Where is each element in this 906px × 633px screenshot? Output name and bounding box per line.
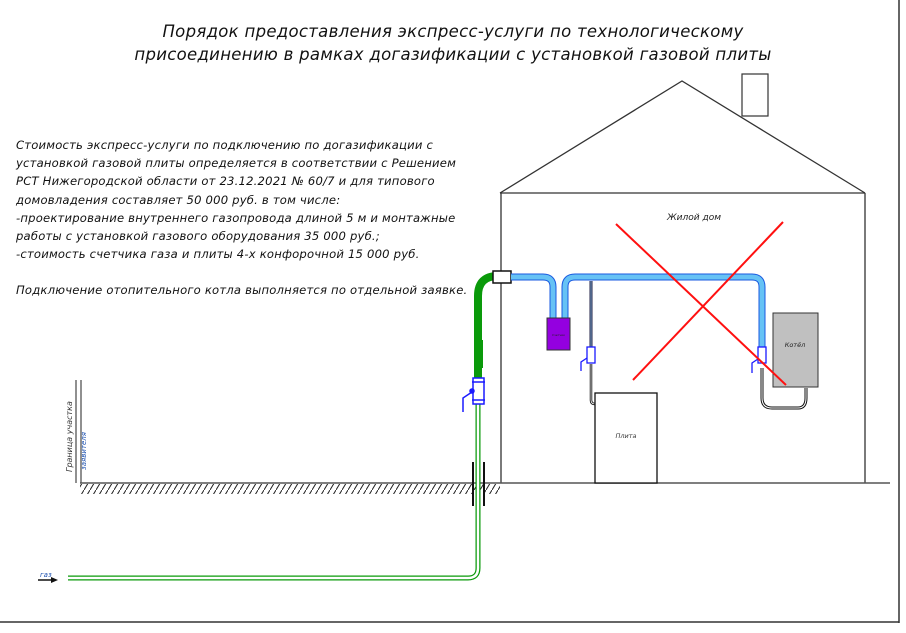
house-label: Жилой дом [666,213,721,223]
boiler-excluded-cross-icon [615,221,787,386]
gas-stove [594,392,658,484]
stove-label: Плита [615,432,636,440]
diagram-title: Порядок предоставления экспресс-услуги п… [0,20,906,66]
description-line: -проектирование внутреннего газопровода … [16,210,456,225]
plot-boundary: Граница участка заявителя [65,380,88,483]
boiler [772,312,819,388]
title-line-1: Порядок предоставления экспресс-услуги п… [162,22,744,41]
boundary-label: Граница участка [65,401,74,472]
gas-meter [546,317,571,351]
description-line: Стоимость экспресс-услуги по подключению… [16,138,434,152]
description-line: -стоимость счетчика газа и плиты 4-х кон… [16,247,420,262]
roof [499,80,866,194]
description-line: домовладения составляет 50 000 руб. в то… [16,192,341,207]
chimney [741,73,769,117]
outdoor-valve-icon [462,377,485,412]
riser-coupling [474,340,483,368]
house: Жилой дом [499,73,866,483]
description-line: установкой газовой плиты определяется в … [16,156,457,171]
gas-flow-arrow-icon [38,577,58,583]
gas-label: газ [40,571,52,579]
stove-valve-icon [580,346,596,371]
wall-sleeve [492,270,512,284]
description-text: Стоимость экспресс-услуги по подключению… [16,136,467,300]
description-line: РСТ Нижегородской области от 23.12.2021 … [16,174,435,189]
description-line: работы с установкой газового оборудовани… [16,229,380,244]
boiler-label: Котёл [785,341,806,349]
boundary-label-2: заявителя [80,432,88,470]
indoor-pipe [511,273,766,348]
ground-hatch [80,484,500,494]
boiler-note: Подключение отопительного котла выполняе… [16,283,468,298]
meter-label: Счетчик [552,333,565,337]
title-line-2: присоединению в рамках догазификации с у… [134,45,772,64]
